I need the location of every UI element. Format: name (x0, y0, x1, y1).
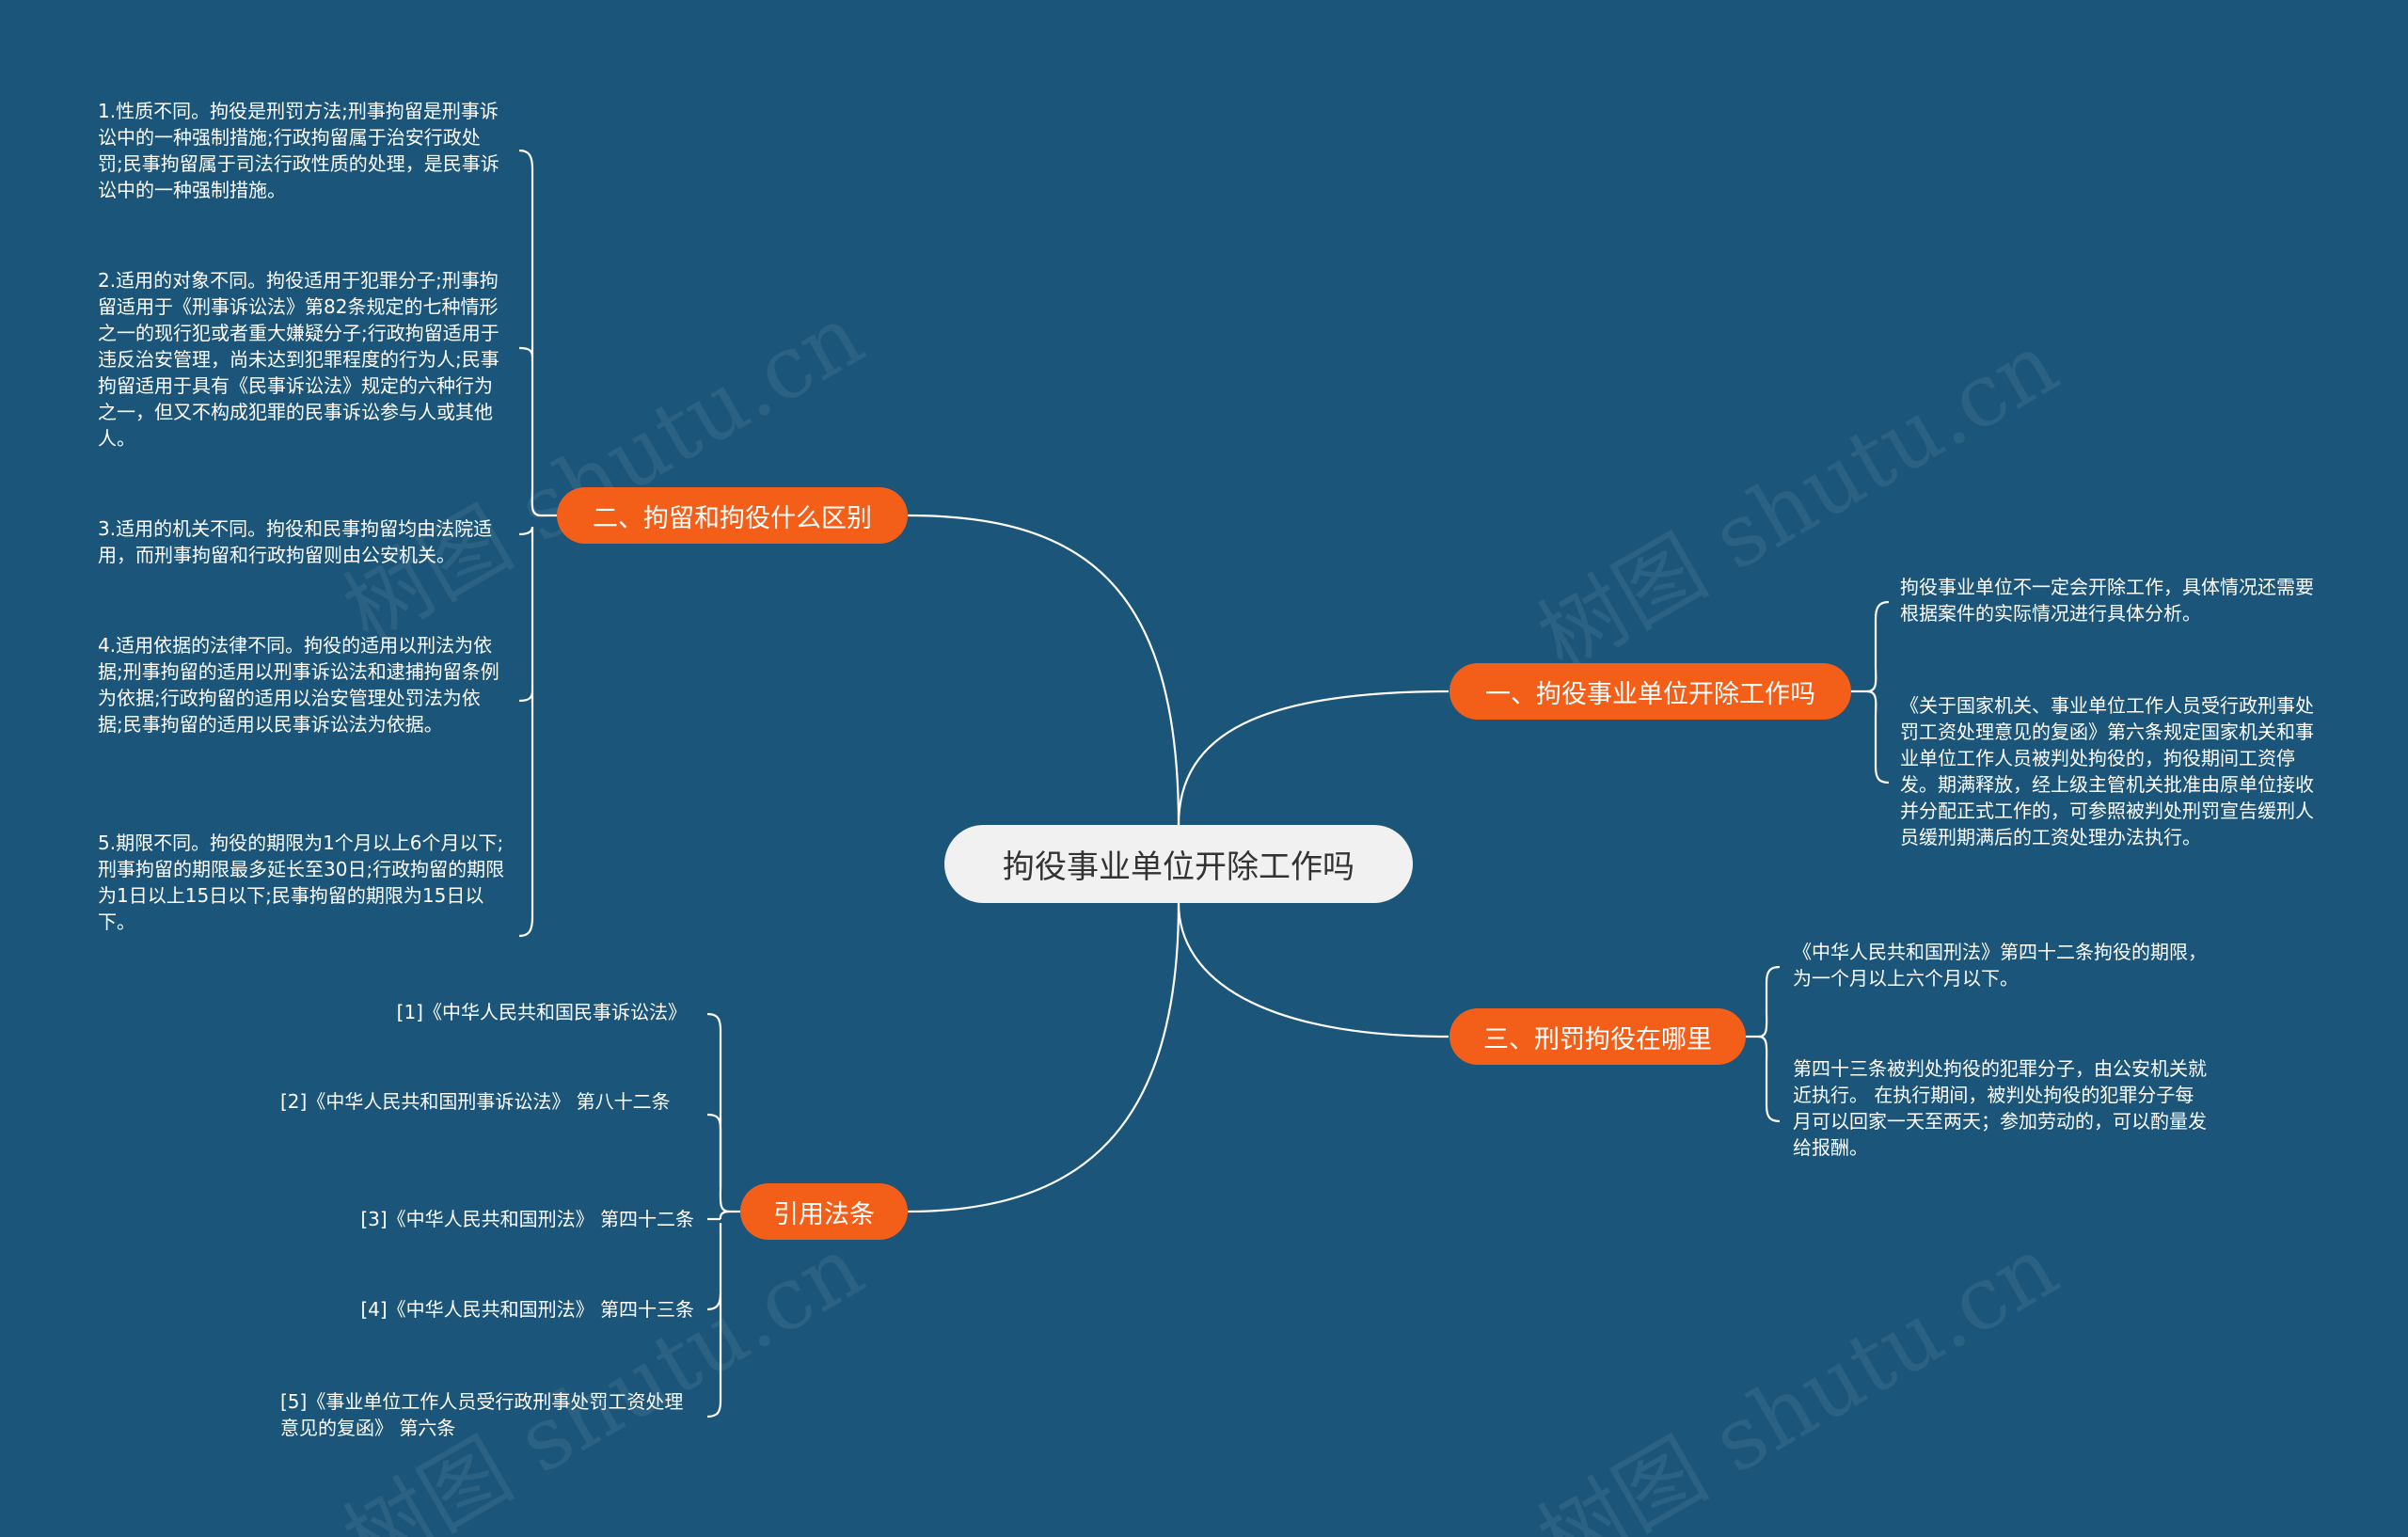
leaf-b2-3: 3.适用的机关不同。拘役和民事拘留均由法院适用，而刑事拘留和行政拘留则由公安机关… (98, 517, 493, 566)
leaf-b4-4: [4]《中华人民共和国刑法》 第四十三条 (360, 1298, 694, 1321)
bracket-b4 (706, 1012, 740, 1213)
bracket-b1 (1851, 600, 1890, 693)
link-root-b4 (907, 902, 1180, 1213)
branch-node-b2[interactable]: 二、拘留和拘役什么区别 (557, 487, 908, 544)
link-root-b1 (1177, 689, 1450, 826)
leaf-b2-2: 2.适用的对象不同。拘役适用于犯罪分子;刑事拘留适用于《刑事诉讼法》第82条规定… (98, 269, 499, 450)
branch-node-b1[interactable]: 一、拘役事业单位开除工作吗 (1450, 663, 1851, 720)
leaf-b4-2: [2]《中华人民共和国刑事诉讼法》 第八十二条 (280, 1090, 671, 1113)
bracket-b3 (1746, 965, 1781, 1038)
root-node[interactable]: 拘役事业单位开除工作吗 (944, 825, 1413, 903)
leaf-b2-1: 1.性质不同。拘役是刑罚方法;刑事拘留是刑事诉讼中的一种强制措施;行政拘留属于治… (98, 100, 499, 201)
leaf-b1-2: 《关于国家机关、事业单位工作人员受行政刑事处罚工资处理意见的复函》第六条规定国家… (1900, 694, 2314, 848)
leaf-b2-4: 4.适用依据的法律不同。拘役的适用以刑法为依据;刑事拘留的适用以刑事诉讼法和逮捕… (98, 634, 499, 736)
bracket-b2 (518, 149, 557, 517)
leaf-b4-3: [3]《中华人民共和国刑法》 第四十二条 (360, 1208, 694, 1230)
leaf-b1-1: 拘役事业单位不一定会开除工作，具体情况还需要根据案件的实际情况进行具体分析。 (1900, 576, 2314, 625)
leaf-b2-5: 5.期限不同。拘役的期限为1个月以上6个月以下;刑事拘留的期限最多延长至30日;… (98, 832, 505, 933)
link-root-b3 (1177, 902, 1450, 1038)
branch-node-b3[interactable]: 三、刑罚拘役在哪里 (1450, 1008, 1746, 1065)
branch-node-b4[interactable]: 引用法条 (740, 1183, 908, 1240)
leaf-b3-1: 《中华人民共和国刑法》第四十二条拘役的期限，为一个月以上六个月以下。 (1793, 941, 2207, 990)
link-root-b2 (907, 514, 1180, 826)
leaf-b4-1: [1]《中华人民共和国民事诉讼法》 (396, 1001, 687, 1023)
leaf-b3-2: 第四十三条被判处拘役的犯罪分子，由公安机关就近执行。 在执行期间，被判处拘役的犯… (1793, 1057, 2207, 1159)
leaf-b4-5: [5]《事业单位工作人员受行政刑事处罚工资处理意见的复函》 第六条 (280, 1390, 684, 1439)
